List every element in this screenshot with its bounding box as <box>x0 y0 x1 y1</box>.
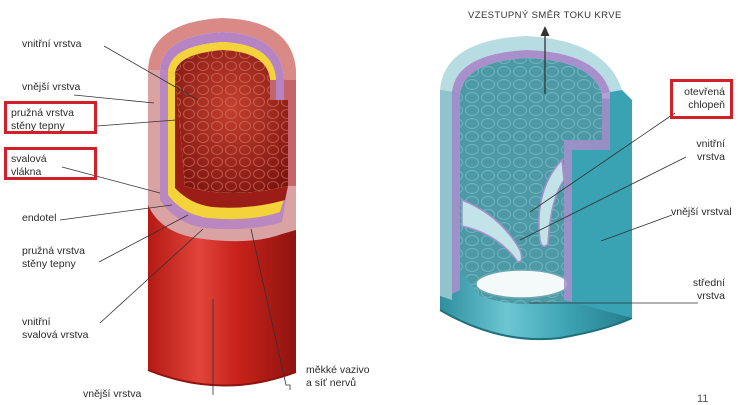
label-open-valve: otevřená chlopeň <box>684 86 725 111</box>
label-inner-muscle-layer: vnitřní svalová vrstva <box>22 316 89 341</box>
label-muscle-fibers: svalová vlákna <box>11 153 47 178</box>
vein-bottom-opening <box>476 270 568 298</box>
label-soft-tissue: měkké vazivo a síť nervů <box>306 364 370 389</box>
label-vein-outer-layer: vnější vrstval <box>671 206 732 219</box>
label-vein-middle-layer: střední vrstva <box>693 277 725 302</box>
label-elastic-layer-top: pružná vrstva stěny tepny <box>11 107 74 132</box>
label-outer-layer-bottom: vnější vrstva <box>83 388 141 401</box>
label-elastic-layer-bottom: pružná vrstva stěny tepny <box>22 245 85 270</box>
label-flow-direction: VZESTUPNÝ SMĚR TOKU KRVE <box>468 10 622 21</box>
label-inner-layer: vnitřní vrstva <box>22 38 82 51</box>
vein-illustration <box>440 36 632 339</box>
label-endothelium: endotel <box>22 212 56 225</box>
label-outer-layer: vnější vrstva <box>22 81 80 94</box>
page-number: 11 <box>697 393 708 405</box>
label-vein-inner-layer: vnitřní vrstva <box>696 138 725 163</box>
